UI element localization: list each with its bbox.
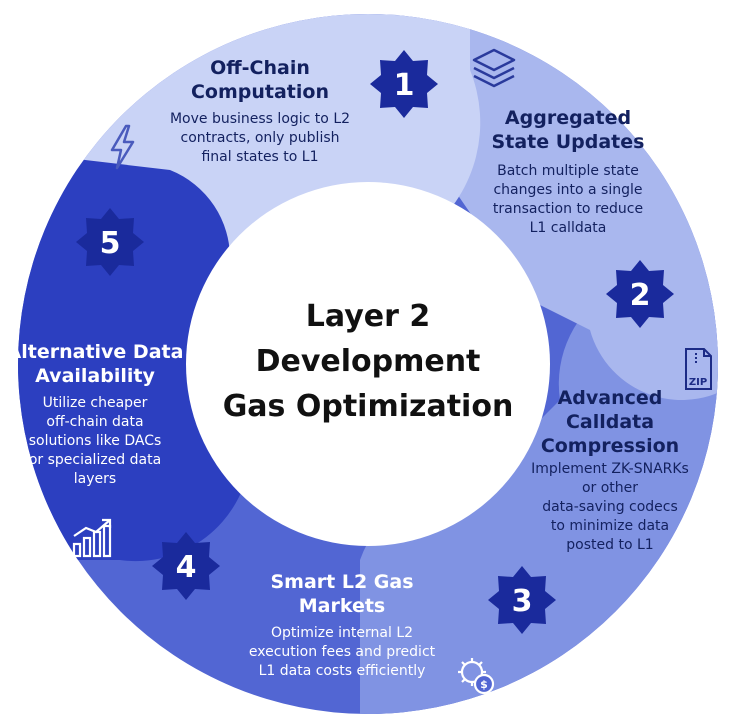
step-number-5: 5 bbox=[100, 226, 121, 261]
step-2-title-line-2: State Updates bbox=[491, 131, 645, 153]
center-title: Layer 2 Development Gas Optimization bbox=[200, 294, 536, 429]
step-2-desc-line-3: transaction to reduce bbox=[492, 201, 644, 217]
star-badge-2 bbox=[606, 260, 674, 328]
step-badge-1: 1 bbox=[370, 50, 438, 118]
step-badge-5: 5 bbox=[76, 208, 144, 276]
step-3-title: Advanced Calldata Compression bbox=[510, 386, 710, 458]
star-badge-1 bbox=[370, 50, 438, 118]
lightning-icon bbox=[110, 124, 135, 170]
star-badge-3 bbox=[488, 566, 556, 634]
step-5-description: Utilize cheaper off-chain data solutions… bbox=[0, 394, 190, 489]
step-3-description: Implement ZK-SNARKs or other data-saving… bbox=[510, 460, 710, 555]
layers-icon bbox=[472, 48, 516, 88]
step-badge-3: 3 bbox=[488, 566, 556, 634]
step-5-desc-line-3: solutions like DACs bbox=[28, 433, 162, 449]
step-3-desc-line-4: to minimize data bbox=[550, 518, 670, 534]
step-4-title-line-2: Markets bbox=[298, 595, 386, 617]
step-3-title-line-1: Advanced bbox=[557, 387, 663, 409]
step-4-desc-line-1: Optimize internal L2 bbox=[270, 625, 414, 641]
zip-file-icon: ZIP bbox=[685, 348, 712, 390]
step-3-desc-line-2: or other bbox=[581, 480, 639, 496]
step-5-desc-line-1: Utilize cheaper bbox=[42, 395, 148, 411]
step-2-title-line-1: Aggregated bbox=[504, 107, 632, 129]
step-number-4: 4 bbox=[176, 550, 197, 585]
step-5-desc-line-5: layers bbox=[73, 471, 117, 487]
step-4-desc-line-2: execution fees and predict bbox=[248, 644, 436, 660]
step-2-desc-line-1: Batch multiple state bbox=[497, 163, 639, 179]
step-badge-2: 2 bbox=[606, 260, 674, 328]
step-1-desc-line-1: Move business logic to L2 bbox=[169, 111, 351, 127]
step-4-text: Smart L2 Gas Markets Optimize internal L… bbox=[222, 570, 462, 681]
step-2-desc-line-4: L1 calldata bbox=[529, 220, 607, 236]
center-title-line-1: Layer 2 bbox=[305, 299, 431, 334]
step-1-title-line-2: Computation bbox=[190, 81, 329, 103]
star-badge-5 bbox=[76, 208, 144, 276]
step-4-title-line-1: Smart L2 Gas bbox=[270, 571, 414, 593]
step-5-desc-line-2: off-chain data bbox=[46, 414, 144, 430]
step-2-description: Batch multiple state changes into a sing… bbox=[468, 162, 668, 238]
step-1-desc-line-3: final states to L1 bbox=[201, 149, 319, 165]
step-1-description: Move business logic to L2 contracts, onl… bbox=[150, 110, 370, 167]
step-1-title: Off-Chain Computation bbox=[150, 56, 370, 104]
step-5-text: Alternative Data Availability Utilize ch… bbox=[0, 340, 190, 489]
svg-text:$: $ bbox=[480, 678, 488, 691]
step-3-desc-line-1: Implement ZK-SNARKs bbox=[531, 461, 689, 477]
step-number-2: 2 bbox=[630, 278, 651, 313]
step-4-description: Optimize internal L2 execution fees and … bbox=[222, 624, 462, 681]
step-3-desc-line-5: posted to L1 bbox=[566, 537, 654, 553]
step-1-desc-line-2: contracts, only publish bbox=[180, 130, 340, 146]
step-5-title-line-2: Availability bbox=[35, 365, 155, 387]
center-circle bbox=[186, 182, 550, 546]
segment-5-shape bbox=[18, 150, 250, 562]
step-4-desc-line-3: L1 data costs efficiently bbox=[258, 663, 426, 679]
zip-label: ZIP bbox=[689, 377, 707, 388]
step-badge-4: 4 bbox=[152, 532, 220, 600]
step-5-title: Alternative Data Availability bbox=[0, 340, 190, 388]
step-3-title-line-2: Calldata bbox=[565, 411, 655, 433]
step-2-title: Aggregated State Updates bbox=[468, 106, 668, 154]
step-5-title-line-1: Alternative Data bbox=[6, 341, 184, 363]
gear-coin-icon: $ bbox=[458, 658, 495, 695]
step-3-text: Advanced Calldata Compression Implement … bbox=[510, 386, 710, 555]
step-1-title-line-1: Off-Chain bbox=[210, 57, 310, 79]
step-3-desc-line-3: data-saving codecs bbox=[542, 499, 678, 515]
step-number-1: 1 bbox=[394, 68, 415, 103]
step-2-desc-line-2: changes into a single bbox=[493, 182, 643, 198]
step-2-text: Aggregated State Updates Batch multiple … bbox=[468, 106, 668, 238]
star-badge-4 bbox=[152, 532, 220, 600]
step-4-title: Smart L2 Gas Markets bbox=[222, 570, 462, 618]
step-5-desc-line-4: or specialized data bbox=[28, 452, 162, 468]
step-number-3: 3 bbox=[512, 584, 533, 619]
step-3-title-line-3: Compression bbox=[540, 435, 680, 457]
center-title-line-3: Gas Optimization bbox=[222, 389, 514, 424]
step-1-text: Off-Chain Computation Move business logi… bbox=[150, 56, 370, 167]
bar-chart-growth-icon bbox=[72, 518, 112, 558]
center-title-line-2: Development bbox=[255, 344, 481, 379]
